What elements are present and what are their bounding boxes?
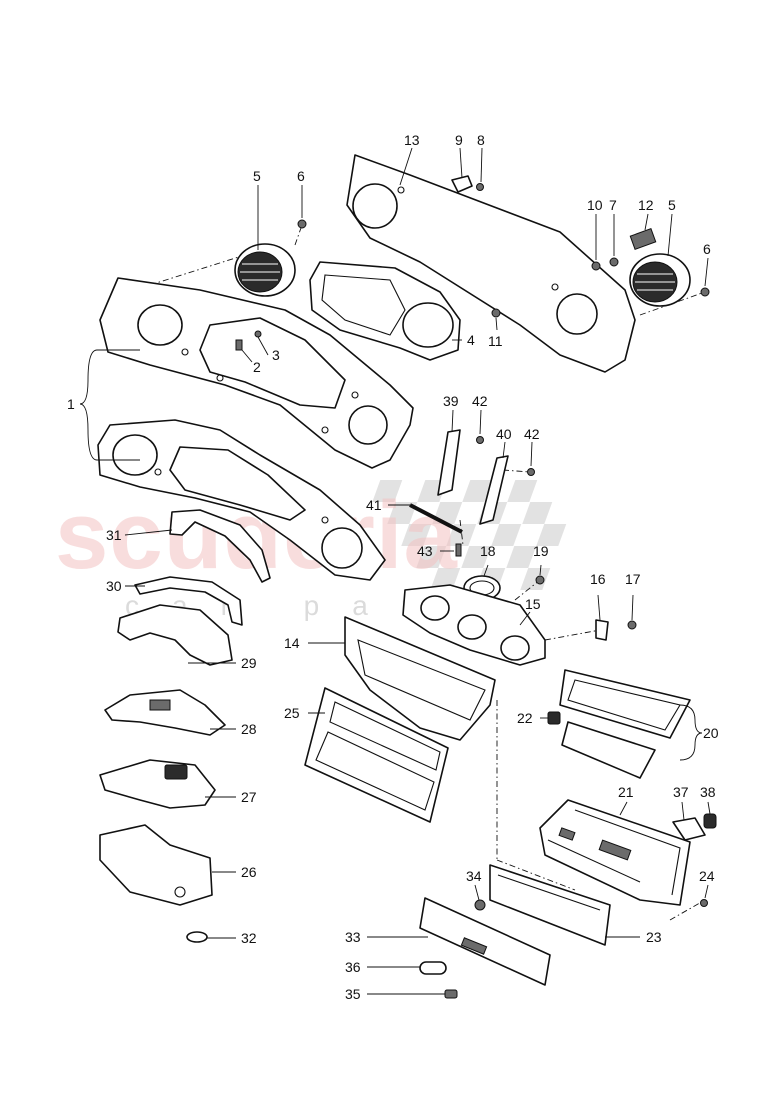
callout-37: 37	[673, 784, 689, 800]
part-26-knee-panel	[99, 824, 213, 906]
part-40-trim-strip	[479, 455, 509, 525]
callout-25: 25	[284, 705, 300, 721]
callout-19: 19	[533, 543, 549, 559]
part-1-seal-frame	[97, 419, 386, 581]
part-8-screw	[476, 183, 484, 191]
callout-26: 26	[241, 864, 257, 880]
part-12-sensor	[629, 228, 657, 250]
callout-5-right: 5	[668, 197, 676, 213]
callout-12: 12	[638, 197, 654, 213]
part-34-clip	[474, 899, 486, 911]
part-14-console-frame	[344, 616, 496, 741]
part-21-radio-unit	[539, 799, 691, 906]
part-17-screw	[627, 620, 637, 630]
part-42-screw-b	[527, 468, 535, 476]
callout-15: 15	[525, 596, 541, 612]
relation-lines	[149, 224, 706, 921]
callout-33: 33	[345, 929, 361, 945]
callout-43: 43	[417, 543, 433, 559]
part-41-rod	[409, 503, 463, 534]
callout-8: 8	[477, 132, 485, 148]
callout-16: 16	[590, 571, 606, 587]
fasteners	[235, 175, 710, 911]
callout-30: 30	[106, 578, 122, 594]
part-33-blank-panel	[419, 897, 551, 986]
part-32-clip	[186, 931, 208, 943]
callout-13: 13	[404, 132, 420, 148]
callout-29: 29	[241, 655, 257, 671]
part-10-nut	[591, 261, 601, 271]
part-2-clip	[235, 339, 243, 351]
callout-24: 24	[699, 868, 715, 884]
part-4-gauge-frame	[309, 261, 461, 361]
callout-42-b: 42	[524, 426, 540, 442]
callout-4: 4	[467, 332, 475, 348]
part-11-screw	[491, 308, 501, 318]
callout-11: 11	[488, 333, 503, 349]
callout-42-a: 42	[472, 393, 488, 409]
part-36-button	[419, 961, 447, 975]
leader-lines	[79, 147, 711, 995]
part-27-lower-cover	[99, 759, 216, 809]
callout-40: 40	[496, 426, 512, 442]
callout-28: 28	[241, 721, 257, 737]
part-29-upper-shroud	[117, 604, 233, 666]
callout-20: 20	[703, 725, 719, 741]
callout-14: 14	[284, 635, 300, 651]
part-42-screw-a	[476, 436, 484, 444]
callout-23: 23	[646, 929, 662, 945]
callout-5-left: 5	[253, 168, 261, 184]
callout-10: 10	[587, 197, 603, 213]
part-16-bracket	[595, 619, 609, 641]
part-20-cover	[561, 721, 656, 779]
callout-32: 32	[241, 930, 257, 946]
part-25-console-bezel	[304, 687, 449, 823]
callout-36: 36	[345, 959, 361, 975]
part-22-switch	[547, 711, 561, 725]
part-28-bracket	[104, 689, 226, 736]
part-19-screw	[535, 575, 545, 585]
callout-21: 21	[618, 784, 634, 800]
callout-2: 2	[253, 359, 261, 375]
part-5-air-vent-left	[234, 243, 296, 297]
part-9-bracket	[451, 175, 473, 193]
part-7-clip	[609, 257, 619, 267]
part-15-center-panel	[402, 584, 546, 666]
callout-9: 9	[455, 132, 463, 148]
part-38-plug	[703, 813, 717, 829]
part-5-air-vent-right	[629, 253, 691, 307]
callout-38: 38	[700, 784, 716, 800]
part-3-screw	[254, 330, 262, 338]
part-6-screw-right	[700, 287, 710, 297]
callout-34: 34	[466, 868, 482, 884]
callout-31: 31	[106, 527, 122, 543]
part-24-screw	[700, 899, 708, 907]
callout-22: 22	[517, 710, 533, 726]
callout-39: 39	[443, 393, 459, 409]
part-6-screw-left	[297, 219, 307, 229]
callout-41: 41	[366, 497, 382, 513]
callout-labels: 1 2 3 4 5 5 6 6 7 8 9 10 11 12 13 14 15 …	[67, 132, 719, 1002]
callout-6-left: 6	[297, 168, 305, 184]
callout-1: 1	[67, 396, 75, 412]
callout-6-right: 6	[703, 241, 711, 257]
part-31-bracket	[169, 509, 271, 583]
part-39-trim-strip	[437, 429, 461, 496]
part-23-trim-frame	[489, 864, 611, 946]
part-20-storage-tray	[559, 669, 691, 739]
callout-3: 3	[272, 347, 280, 363]
callout-17: 17	[625, 571, 641, 587]
callout-18: 18	[480, 543, 496, 559]
callout-27: 27	[241, 789, 257, 805]
part-43-screw	[455, 543, 462, 557]
part-37-bracket	[672, 817, 706, 841]
part-13-rear-panel	[346, 154, 636, 373]
callout-7: 7	[609, 197, 617, 213]
part-30-trim	[134, 576, 243, 626]
callout-35: 35	[345, 986, 361, 1002]
part-35-screw	[444, 989, 458, 999]
